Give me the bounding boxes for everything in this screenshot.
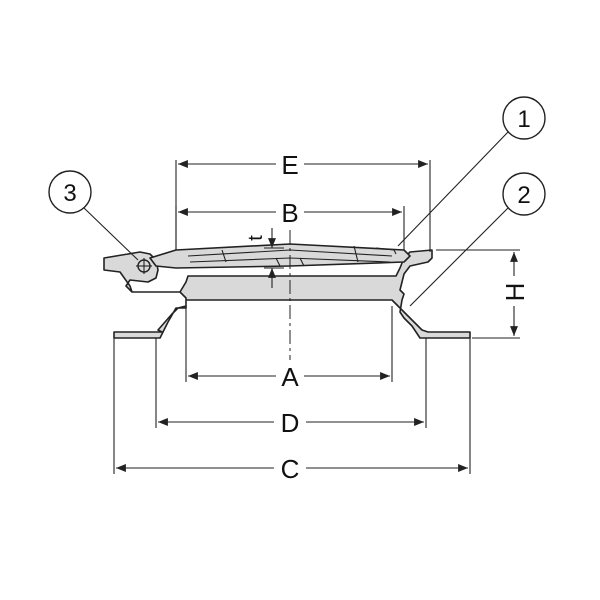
dimension-t: t bbox=[245, 228, 284, 288]
dimension-a: A bbox=[185, 306, 393, 392]
dimension-e: E bbox=[175, 150, 431, 252]
hinge-pin bbox=[136, 258, 152, 274]
dim-label-t: t bbox=[245, 235, 267, 241]
dim-label-b: B bbox=[281, 198, 298, 228]
dim-label-d: D bbox=[281, 408, 300, 438]
balloon-2: 2 bbox=[409, 172, 546, 307]
dimension-h: H bbox=[436, 249, 530, 339]
dim-label-c: C bbox=[281, 454, 300, 484]
balloon-3: 3 bbox=[48, 170, 139, 261]
dim-label-h: H bbox=[500, 283, 530, 302]
balloon-2-label: 2 bbox=[517, 182, 530, 209]
dim-label-a: A bbox=[281, 362, 299, 392]
dimension-c: C bbox=[113, 338, 471, 484]
dimension-d: D bbox=[155, 338, 427, 438]
balloon-1: 1 bbox=[397, 96, 546, 247]
dim-label-e: E bbox=[281, 150, 298, 180]
balloon-3-label: 3 bbox=[63, 180, 76, 207]
balloon-1-label: 1 bbox=[517, 106, 530, 133]
dimension-b: B bbox=[175, 198, 405, 250]
